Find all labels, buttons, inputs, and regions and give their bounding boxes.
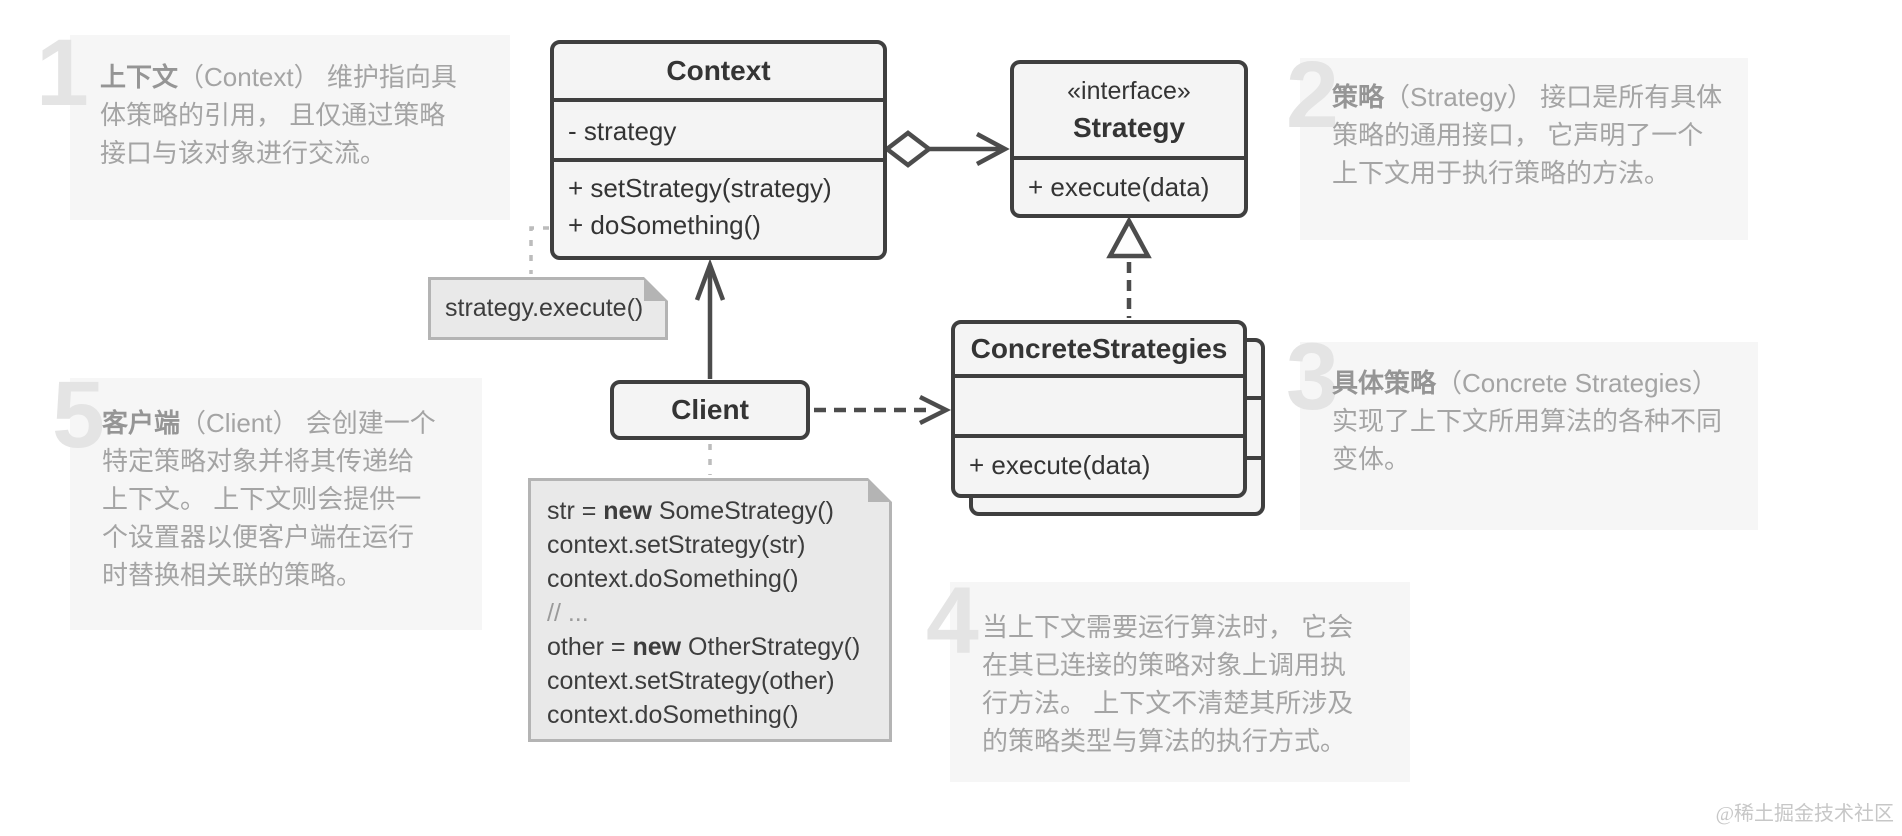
annotation-4-number: 4 <box>926 568 979 674</box>
code-line: str = new SomeStrategy() <box>547 497 834 525</box>
aggregation-arrow <box>883 130 1010 168</box>
annotation-2-text: 策略（Strategy） 接口是所有具体 策略的通用接口， 它声明了一个 上下文… <box>1332 78 1762 192</box>
annotation-5-keyword: 客户端 <box>102 408 181 438</box>
annotation-4-background <box>950 582 1410 782</box>
strategy-interface-box: «interface» Strategy + execute(data) <box>1010 60 1248 218</box>
annotation-5-text: 客户端（Client） 会创建一个 特定策略对象并将其传递给 上下文。 上下文则… <box>102 404 492 594</box>
client-class-title: Client <box>671 394 749 425</box>
annotation-4-text: 当上下文需要运行算法时， 它会 在其已连接的策略对象上调用执 行方法。 上下文不… <box>982 608 1422 760</box>
annotation-1-body: （Context） 维护指向具 体策略的引用， 且仅通过策略 接口与该对象进行交… <box>100 62 457 168</box>
client-code-note: str = new SomeStrategy() context.setStra… <box>528 478 892 742</box>
code-line: context.setStrategy(other) <box>547 667 835 695</box>
annotation-1-number: 1 <box>36 20 89 126</box>
strategy-stereotype: «interface» <box>1067 77 1191 105</box>
annotation-3-number: 3 <box>1286 324 1339 430</box>
annotation-5-body: （Client） 会创建一个 特定策略对象并将其传递给 上下文。 上下文则会提供… <box>102 408 436 590</box>
code-line: context.doSomething() <box>547 701 799 729</box>
concrete-strategies-title: ConcreteStrategies <box>970 333 1228 364</box>
annotation-5-number: 5 <box>52 362 105 468</box>
annotation-1-text: 上下文（Context） 维护指向具 体策略的引用， 且仅通过策略 接口与该对象… <box>100 58 520 172</box>
context-class-box: Context - strategy + setStrategy(strateg… <box>550 40 887 260</box>
annotation-3-text: 具体策略（Concrete Strategies） 实现了上下文所用算法的各种不… <box>1332 364 1772 478</box>
strategy-execute-note: strategy.execute() <box>428 277 668 340</box>
client-concrete-arrow <box>814 394 952 426</box>
open-arrowhead-icon <box>918 394 952 426</box>
annotation-5-background <box>70 378 482 630</box>
code-line-comment: // ... <box>547 599 589 627</box>
context-method-setstrategy: + setStrategy(strategy) <box>568 173 832 203</box>
client-context-arrow <box>694 258 726 379</box>
annotation-2-body: （Strategy） 接口是所有具体 策略的通用接口， 它声明了一个 上下文用于… <box>1332 82 1723 188</box>
concrete-strategies-method-execute: + execute(data) <box>955 434 1243 490</box>
context-class-title: Context <box>666 55 771 86</box>
context-attribute: - strategy <box>554 98 883 158</box>
strategy-interface-title: Strategy <box>1072 112 1186 143</box>
strategy-method-execute: + execute(data) <box>1014 156 1244 212</box>
annotation-2-number: 2 <box>1286 42 1339 148</box>
open-arrowhead-icon <box>694 258 726 301</box>
code-line: context.doSomething() <box>547 565 799 593</box>
annotation-2-keyword: 策略 <box>1332 82 1385 112</box>
hollow-triangle-icon <box>1106 216 1152 259</box>
realization-arrow <box>1106 216 1152 318</box>
code-line: other = new OtherStrategy() <box>547 633 861 661</box>
concrete-strategies-attributes-empty <box>955 374 1243 434</box>
annotation-4-body: 当上下文需要运行算法时， 它会 在其已连接的策略对象上调用执 行方法。 上下文不… <box>982 612 1354 756</box>
annotation-1-keyword: 上下文 <box>100 62 179 92</box>
concrete-strategies-class-box: ConcreteStrategies + execute(data) <box>951 320 1247 498</box>
watermark: @稀土掘金技术社区 <box>1715 803 1894 825</box>
client-class-box: Client <box>610 380 810 440</box>
annotation-1-background <box>70 35 510 220</box>
note-call-connector <box>529 226 549 274</box>
strategy-execute-note-text: strategy.execute() <box>445 294 644 322</box>
annotation-2-background <box>1300 58 1748 240</box>
annotation-3-background <box>1300 342 1758 530</box>
open-arrowhead-icon <box>975 132 1010 166</box>
code-line: context.setStrategy(str) <box>547 531 806 559</box>
context-method-dosomething: + doSomething() <box>568 210 761 240</box>
annotation-3-body: （Concrete Strategies） 实现了上下文所用算法的各种不同 变体… <box>1332 368 1723 474</box>
annotation-3-keyword: 具体策略 <box>1332 368 1437 398</box>
aggregation-diamond-icon <box>883 130 933 168</box>
